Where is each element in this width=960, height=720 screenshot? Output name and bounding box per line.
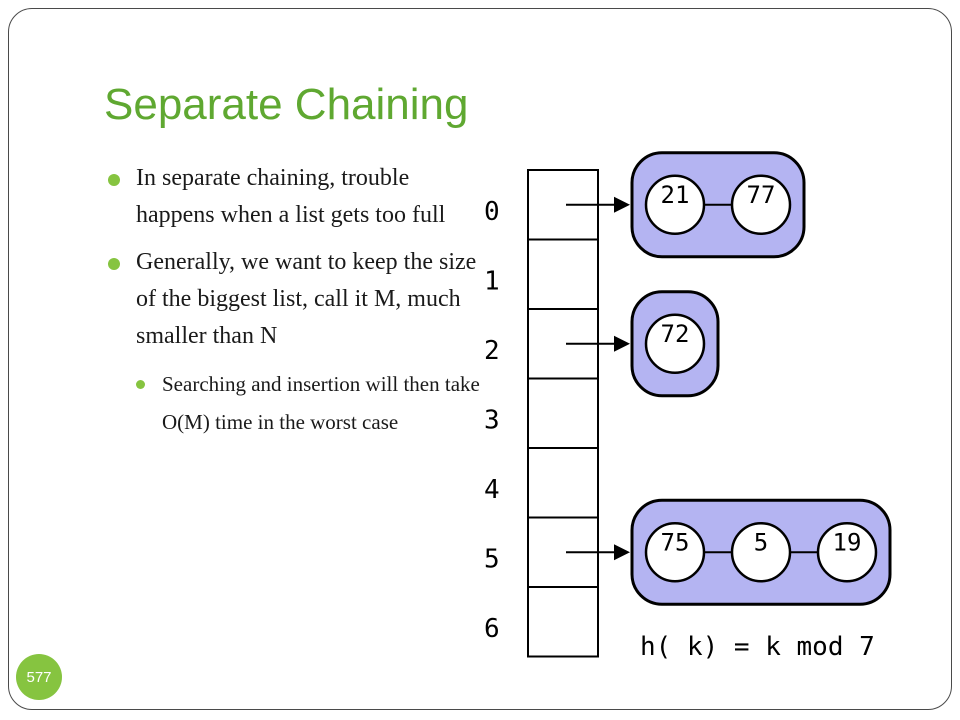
sub-bullet-dot-icon bbox=[136, 380, 145, 389]
table-cell bbox=[527, 447, 599, 519]
list-node bbox=[644, 313, 706, 374]
bullet-list: In separate chaining, trouble happens wh… bbox=[108, 160, 488, 441]
hash-table-diagram: 0 1 2 3 4 5 6 21 77 72 75 5 19 h( k) = k mod 7 bbox=[484, 151, 892, 662]
node-value: 5 bbox=[754, 528, 768, 556]
index-label: 1 bbox=[484, 267, 500, 297]
sub-bullet-text: Searching and insertion will then take O… bbox=[162, 372, 480, 434]
bullet-text: In separate chaining, trouble happens wh… bbox=[136, 165, 446, 228]
node-value: 75 bbox=[661, 528, 690, 556]
node-value: 19 bbox=[833, 528, 862, 556]
index-label: 6 bbox=[484, 614, 500, 644]
chain-list: 21 77 bbox=[566, 151, 806, 259]
hash-table-array bbox=[527, 169, 599, 658]
list-node bbox=[816, 522, 878, 583]
bullet-dot-icon bbox=[108, 258, 120, 270]
page-number-badge: 577 bbox=[16, 654, 62, 700]
node-value: 77 bbox=[747, 181, 776, 209]
bullet-text: Generally, we want to keep the size of t… bbox=[136, 249, 477, 349]
bullet-item: In separate chaining, trouble happens wh… bbox=[108, 160, 488, 234]
slide-title: Separate Chaining bbox=[104, 80, 469, 129]
bullet-dot-icon bbox=[108, 174, 120, 186]
index-labels: 0 1 2 3 4 5 6 bbox=[484, 197, 500, 644]
index-label: 4 bbox=[484, 475, 500, 505]
index-label: 0 bbox=[484, 197, 500, 227]
chain-list: 75 5 19 bbox=[566, 498, 892, 606]
index-label: 2 bbox=[484, 336, 500, 366]
node-value: 21 bbox=[661, 181, 690, 209]
chains: 21 77 72 75 5 19 bbox=[566, 151, 892, 606]
arrow-head-icon bbox=[614, 335, 630, 352]
bullet-item: Generally, we want to keep the size of t… bbox=[108, 244, 488, 355]
node-value: 72 bbox=[661, 320, 690, 348]
index-label: 5 bbox=[484, 545, 500, 575]
table-cell bbox=[527, 586, 599, 658]
hash-function-label: h( k) = k mod 7 bbox=[640, 632, 875, 662]
list-node bbox=[730, 174, 792, 235]
arrow-head-icon bbox=[614, 196, 630, 213]
sub-bullet-item: Searching and insertion will then take O… bbox=[136, 365, 488, 441]
table-cell bbox=[527, 238, 599, 310]
chain-list: 72 bbox=[566, 290, 720, 398]
table-cell bbox=[527, 377, 599, 449]
index-label: 3 bbox=[484, 406, 500, 436]
arrow-head-icon bbox=[614, 544, 630, 561]
